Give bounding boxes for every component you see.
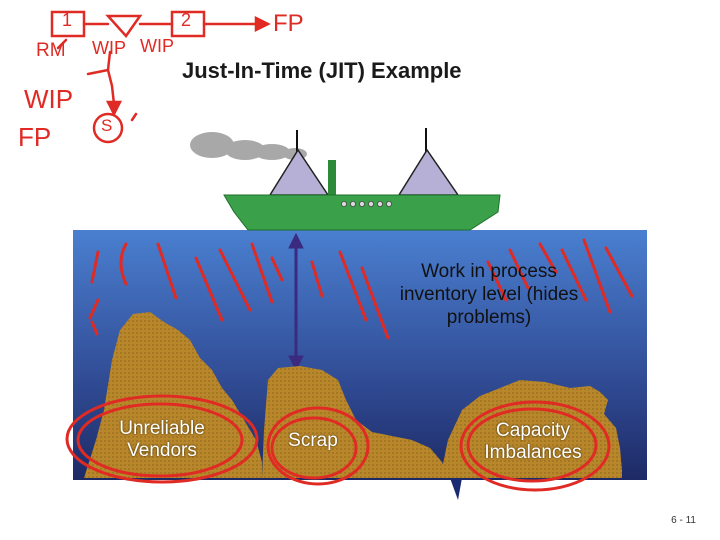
red-scribbles — [88, 238, 634, 340]
handwritten-box2: 2 — [181, 10, 192, 30]
handwritten-circled-s: S — [101, 116, 113, 135]
ship-cabin — [328, 160, 336, 195]
portholes — [340, 200, 392, 207]
handwritten-rm: RM — [36, 40, 66, 61]
handwritten-wip1: WIP — [92, 38, 126, 58]
flow-sketch — [50, 10, 271, 144]
smoke-cloud — [190, 132, 307, 160]
handwritten-fp-top: FP — [273, 10, 304, 37]
handwritten-wip-left: WIP — [24, 84, 74, 114]
rock-label-vendors: Unreliable Vendors — [119, 418, 205, 461]
inventory-level-label: Work in process inventory level (hides p… — [399, 261, 579, 328]
ship-hull — [223, 194, 501, 231]
slide-title: Just-In-Time (JIT) Example — [182, 58, 462, 83]
rock-label-scrap: Scrap — [288, 430, 338, 451]
label-circles — [65, 394, 611, 492]
rock-label-capacity: Capacity Imbalances — [484, 420, 582, 463]
handwritten-fp-left: FP — [18, 122, 52, 152]
rock-spike — [450, 478, 462, 500]
handwritten-wip2: WIP — [140, 36, 174, 56]
slide-number: 6 - 11 — [671, 515, 696, 526]
handwritten-box1: 1 — [62, 10, 73, 30]
sail-back — [397, 148, 460, 196]
rock-capacity — [440, 380, 622, 478]
inventory-level-arrow — [288, 232, 304, 372]
